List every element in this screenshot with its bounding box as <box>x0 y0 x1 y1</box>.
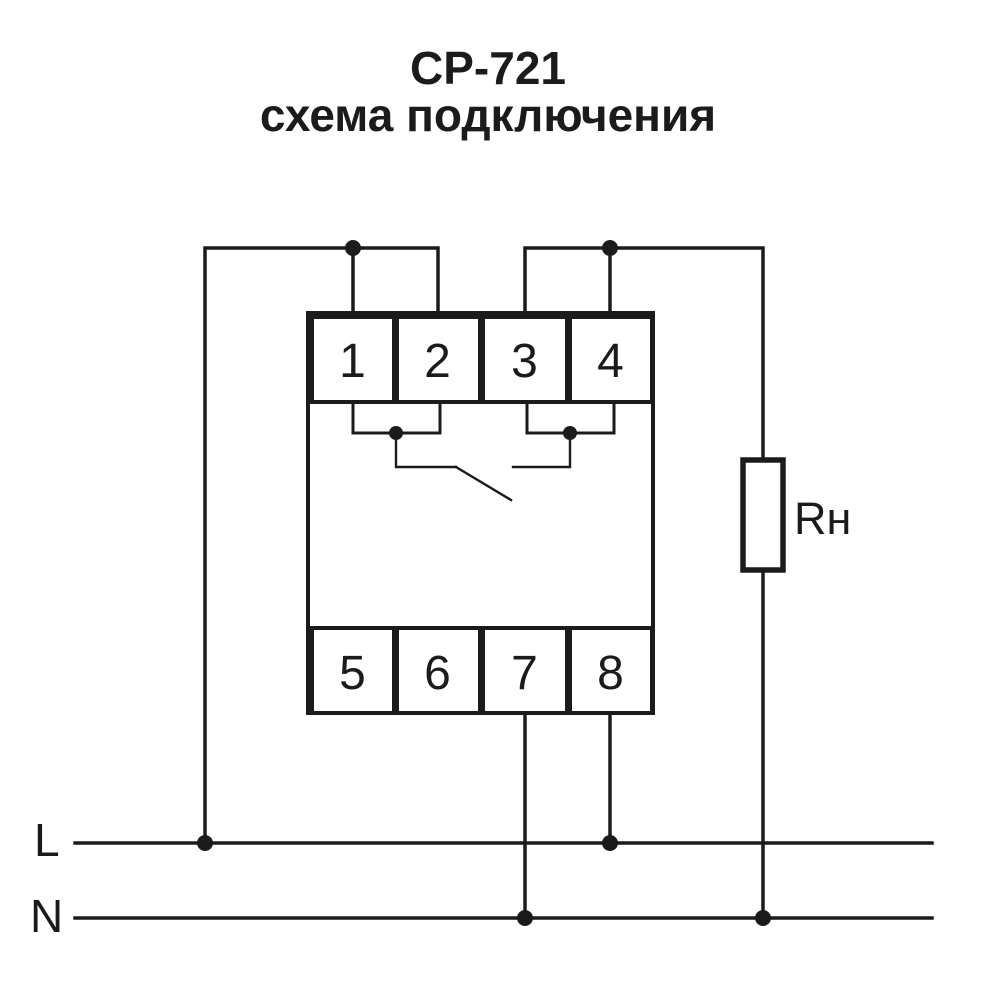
junction-dot-bus-terminal1 <box>345 240 361 256</box>
relay-contact-symbol <box>351 400 616 502</box>
terminal-box-1 <box>310 315 396 404</box>
wire-phase-to-terminal2 <box>203 246 440 845</box>
junction-dot-phase-left <box>197 835 213 851</box>
load-resistor-label: Rн <box>794 493 851 544</box>
diagram-title-subtitle: схема подключения <box>260 89 716 141</box>
terminal-box-6 <box>395 626 482 715</box>
terminal-box-4 <box>568 315 654 404</box>
terminal-box-7 <box>481 626 569 715</box>
terminal-label-4: 4 <box>597 335 625 388</box>
load-resistor-symbol <box>740 457 786 573</box>
terminal-box-5 <box>310 626 396 715</box>
terminal-label-6: 6 <box>424 647 452 700</box>
junction-dot-bus-terminal4 <box>602 240 618 256</box>
terminal-label-3: 3 <box>511 335 539 388</box>
junction-dot-contact-left <box>389 426 403 440</box>
terminal-label-7: 7 <box>511 647 539 700</box>
terminal-box-2 <box>395 315 482 404</box>
wire-terminal3-to-load <box>523 246 765 462</box>
neutral-rail-label: N <box>30 890 63 942</box>
contact-fixed <box>511 431 572 469</box>
terminal-box-3 <box>481 315 569 404</box>
junction-dot-neutral-load <box>755 910 771 926</box>
contact-blade <box>454 465 513 502</box>
diagram-title-model: СР-721 <box>410 42 566 94</box>
terminal-row-top: 1 2 3 4 <box>310 315 654 404</box>
terminal-box-8 <box>568 626 654 715</box>
terminal-label-5: 5 <box>339 647 367 700</box>
contact-common-pole <box>394 431 458 469</box>
terminal-label-1: 1 <box>339 335 367 388</box>
terminal-label-8: 8 <box>597 647 625 700</box>
junction-dot-contact-right <box>563 426 577 440</box>
junction-dot-phase-terminal8 <box>602 835 618 851</box>
terminal-row-bottom: 5 6 7 8 <box>310 626 654 715</box>
junction-dot-neutral-terminal7 <box>517 910 533 926</box>
junction-dots <box>197 240 771 926</box>
terminal-label-2: 2 <box>424 335 452 388</box>
phase-rail-label: L <box>34 814 60 866</box>
external-wiring <box>73 246 934 920</box>
